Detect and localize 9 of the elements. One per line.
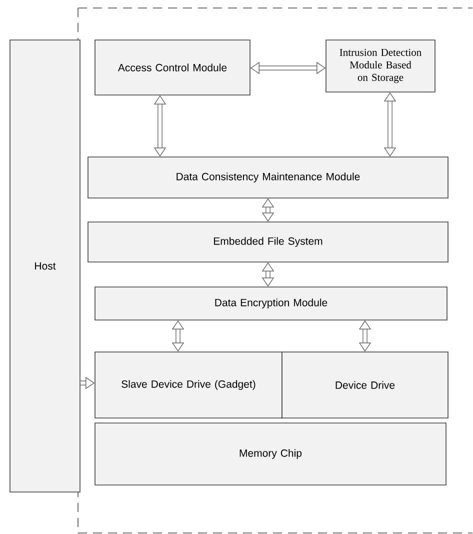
module-box: Data Consistency Maintenance Module <box>88 156 448 198</box>
module-box: Intrusion Detection Module Based on Storage <box>326 40 436 92</box>
module-box: Data Encryption Module <box>94 286 448 320</box>
module-box: Embedded File System <box>88 222 448 262</box>
module-box: Memory Chip <box>94 422 446 486</box>
module-box: Access Control Module <box>94 40 250 96</box>
host-box: Host <box>10 40 80 492</box>
module-box: Slave Device Drive (Gadget) <box>94 352 282 418</box>
module-box: Device Drive <box>282 352 448 418</box>
